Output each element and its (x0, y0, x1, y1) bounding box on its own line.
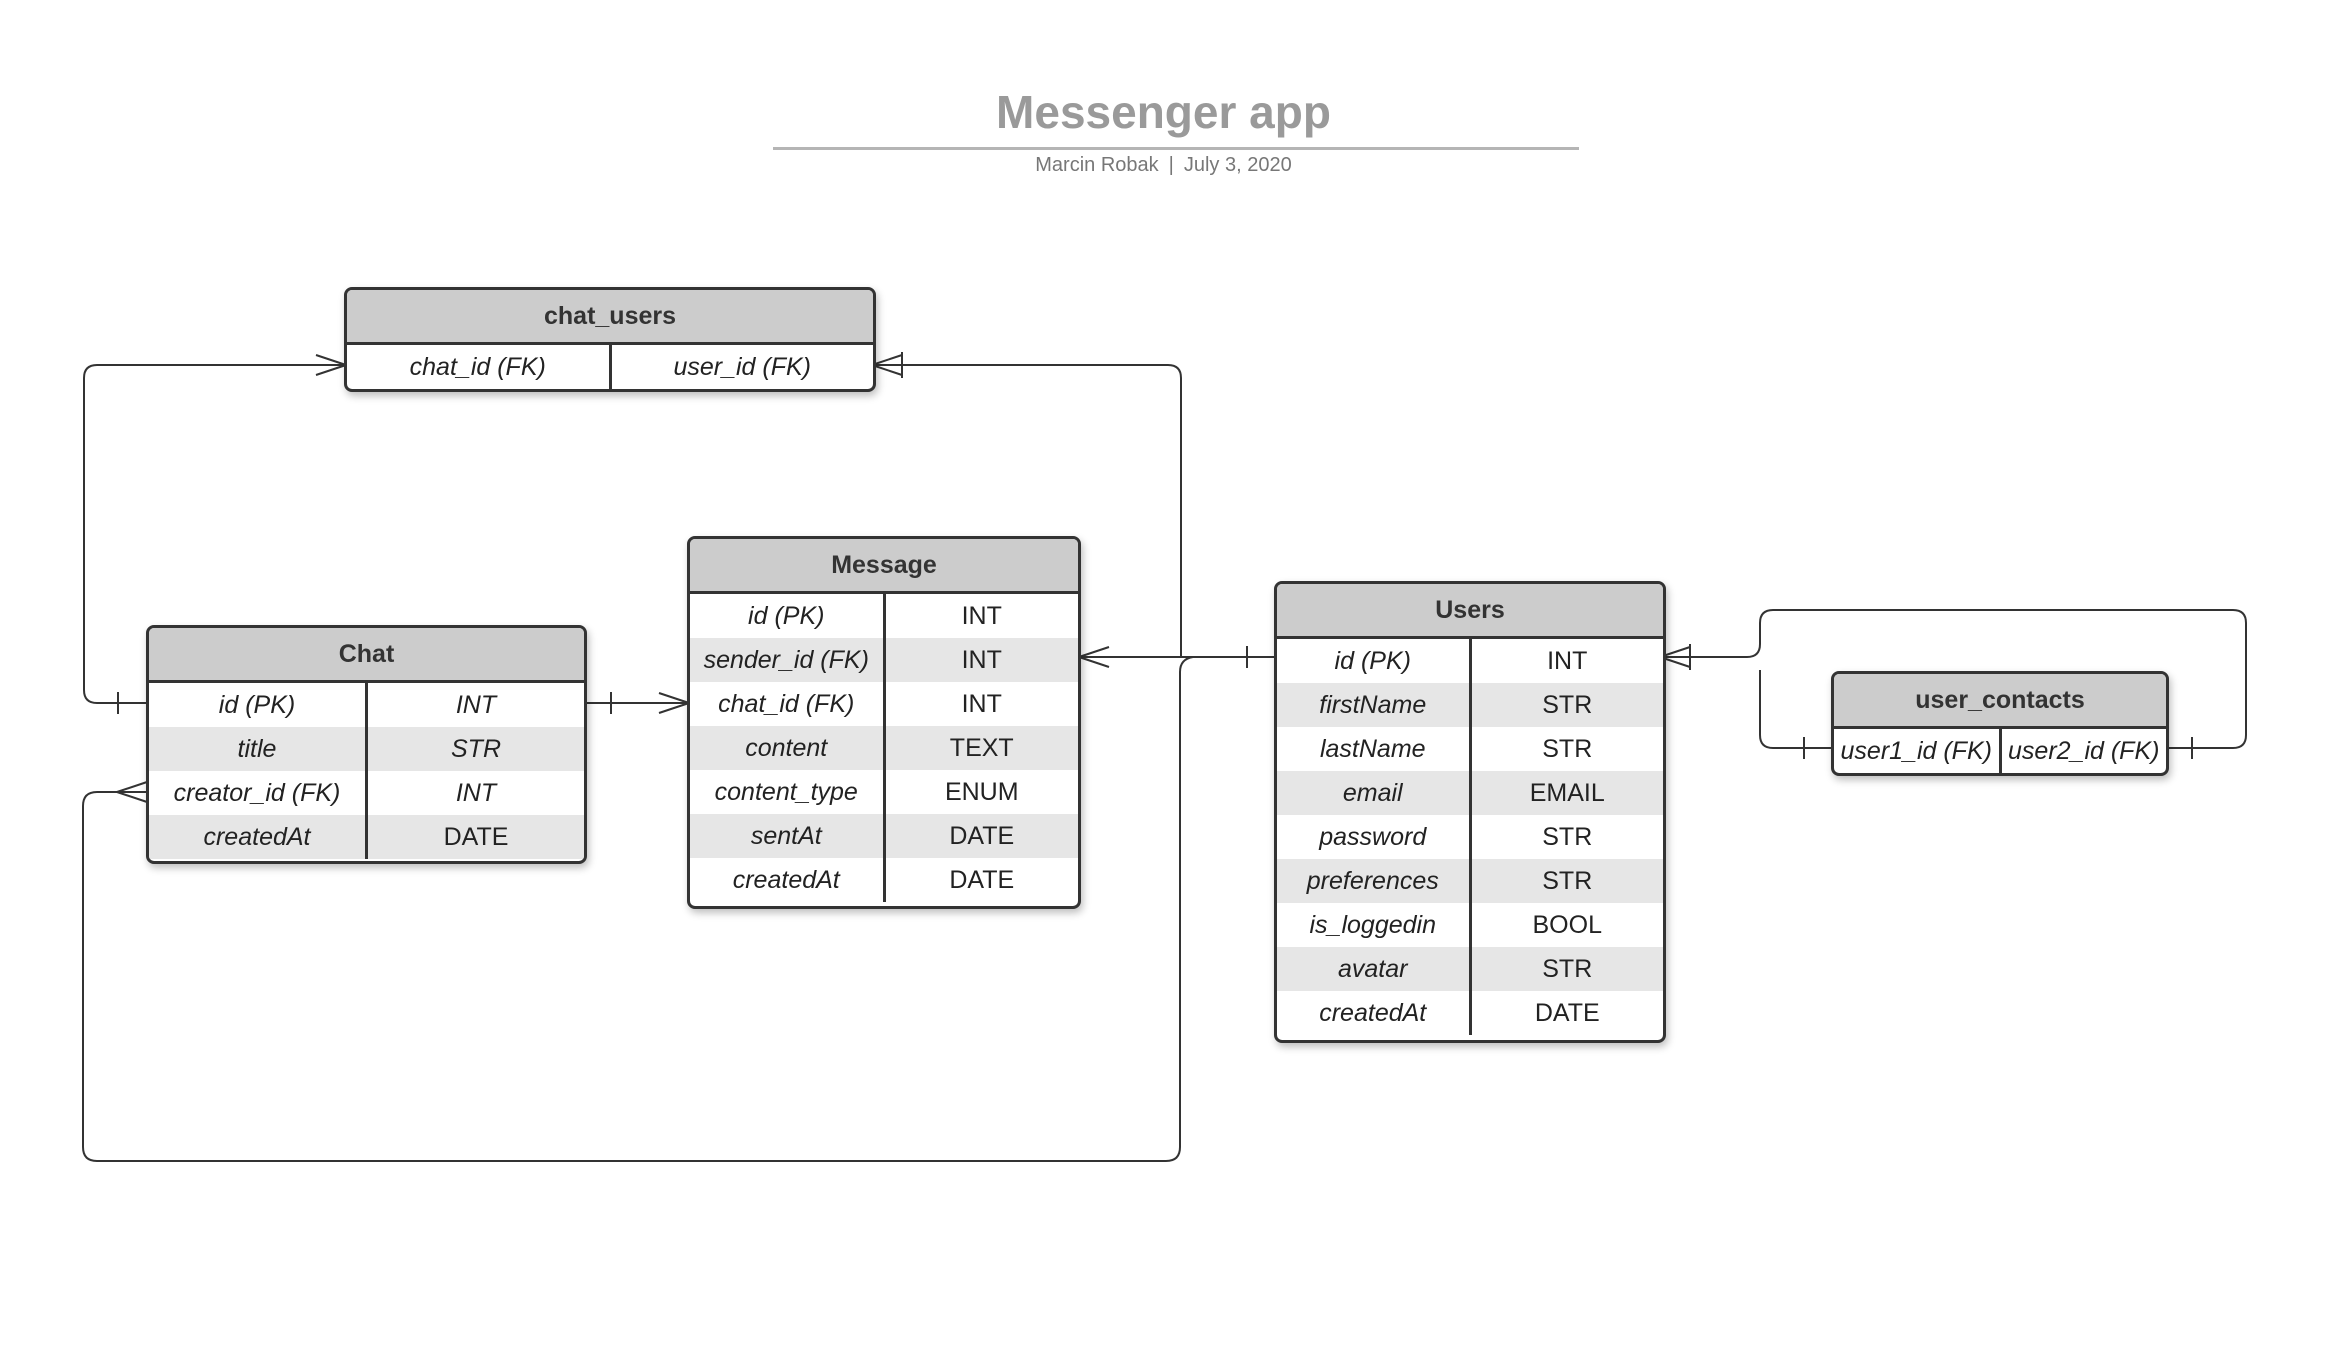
field-type: BOOL (1532, 911, 1602, 939)
title-underline (773, 147, 1579, 150)
field-name: createdAt (690, 858, 886, 902)
entity-row: sender_id (FK) INT (690, 638, 1078, 682)
field-name: avatar (1277, 947, 1472, 991)
entity-row: creator_id (FK) INT (149, 771, 584, 815)
entity-chat-users[interactable]: chat_users chat_id (FK) user_id (FK) (344, 287, 876, 392)
field-type: DATE (1534, 999, 1600, 1027)
entity-users[interactable]: Users id (PK) INT firstName STR lastName… (1274, 581, 1666, 1043)
connector-message-users (1078, 646, 1277, 668)
entity-row: sentAt DATE (690, 814, 1078, 858)
connector-chat-creator-users (82, 656, 1194, 1162)
field-name: is_loggedin (1277, 903, 1472, 947)
field-type: INT (961, 602, 1002, 630)
entity-row: email EMAIL (1277, 771, 1663, 815)
entity-row: title STR (149, 727, 584, 771)
field-type: INT (1547, 647, 1588, 675)
field-type: INT (961, 690, 1002, 718)
entity-row: lastName STR (1277, 727, 1663, 771)
field-name: user_id (FK) (673, 353, 812, 381)
field-name: content_type (690, 770, 886, 814)
field-name: content (690, 726, 886, 770)
field-name: sender_id (FK) (690, 638, 886, 682)
diagram-header: Messenger app Marcin Robak | July 3, 2020 (0, 0, 2327, 200)
field-name: password (1277, 815, 1472, 859)
field-name: createdAt (1277, 991, 1472, 1035)
field-type: STR (1542, 823, 1593, 851)
entity-title: Users (1277, 584, 1663, 639)
entity-row: content TEXT (690, 726, 1078, 770)
entity-row: chat_id (FK) user_id (FK) (347, 345, 873, 389)
field-name: email (1277, 771, 1472, 815)
connector-chat-message (583, 692, 690, 714)
field-name: creator_id (FK) (149, 771, 368, 815)
field-name: user2_id (FK) (2008, 737, 2160, 765)
field-name: id (PK) (149, 683, 368, 727)
entity-row: chat_id (FK) INT (690, 682, 1078, 726)
connector-chat-users-users (871, 352, 1277, 668)
entity-row: id (PK) INT (149, 683, 584, 727)
entity-row: firstName STR (1277, 683, 1663, 727)
field-name: firstName (1277, 683, 1472, 727)
connector-users-user-contacts (1659, 609, 2247, 759)
field-name: title (149, 727, 368, 771)
field-type: TEXT (949, 734, 1014, 762)
field-type: STR (1542, 735, 1593, 763)
entity-row: avatar STR (1277, 947, 1663, 991)
entity-message[interactable]: Message id (PK) INT sender_id (FK) INT c… (687, 536, 1081, 909)
field-type: STR (451, 735, 501, 763)
entity-row: id (PK) INT (1277, 639, 1663, 683)
entity-row: is_loggedin BOOL (1277, 903, 1663, 947)
entity-user-contacts[interactable]: user_contacts user1_id (FK) user2_id (FK… (1831, 671, 2169, 776)
field-name: sentAt (690, 814, 886, 858)
entity-title: chat_users (347, 290, 873, 345)
field-type: DATE (949, 822, 1015, 850)
field-type: DATE (949, 866, 1015, 894)
entity-row: preferences STR (1277, 859, 1663, 903)
entity-row: content_type ENUM (690, 770, 1078, 814)
field-name: user1_id (FK) (1834, 729, 2002, 773)
field-type: INT (961, 646, 1002, 674)
connector-chat-users-chat (83, 354, 347, 714)
entity-row: createdAt DATE (149, 815, 584, 859)
field-type: STR (1542, 691, 1593, 719)
entity-row: id (PK) INT (690, 594, 1078, 638)
author-name: Marcin Robak (1035, 154, 1159, 176)
field-type: STR (1542, 867, 1593, 895)
field-name: chat_id (FK) (347, 345, 612, 389)
field-name: lastName (1277, 727, 1472, 771)
field-type: STR (1542, 955, 1593, 983)
entity-row: createdAt DATE (690, 858, 1078, 902)
field-name: id (PK) (1277, 639, 1472, 683)
field-name: chat_id (FK) (690, 682, 886, 726)
field-name: createdAt (149, 815, 368, 859)
field-name: preferences (1277, 859, 1472, 903)
entity-chat[interactable]: Chat id (PK) INT title STR creator_id (F… (146, 625, 587, 864)
field-type: ENUM (944, 778, 1019, 806)
field-type: INT (455, 691, 497, 719)
field-type: EMAIL (1529, 779, 1605, 807)
entity-title: Message (690, 539, 1078, 594)
entity-title: user_contacts (1834, 674, 2166, 729)
diagram-date: July 3, 2020 (1183, 154, 1292, 176)
field-name: id (PK) (690, 594, 886, 638)
entity-row: createdAt DATE (1277, 991, 1663, 1035)
entity-title: Chat (149, 628, 584, 683)
diagram-title: Messenger app (996, 86, 1331, 138)
entity-row: password STR (1277, 815, 1663, 859)
field-type: INT (455, 779, 497, 807)
diagram-subtitle: Marcin Robak | July 3, 2020 (0, 152, 2327, 178)
entity-row: user1_id (FK) user2_id (FK) (1834, 729, 2166, 773)
field-type: DATE (443, 823, 509, 851)
subtitle-separator: | (1168, 154, 1174, 176)
